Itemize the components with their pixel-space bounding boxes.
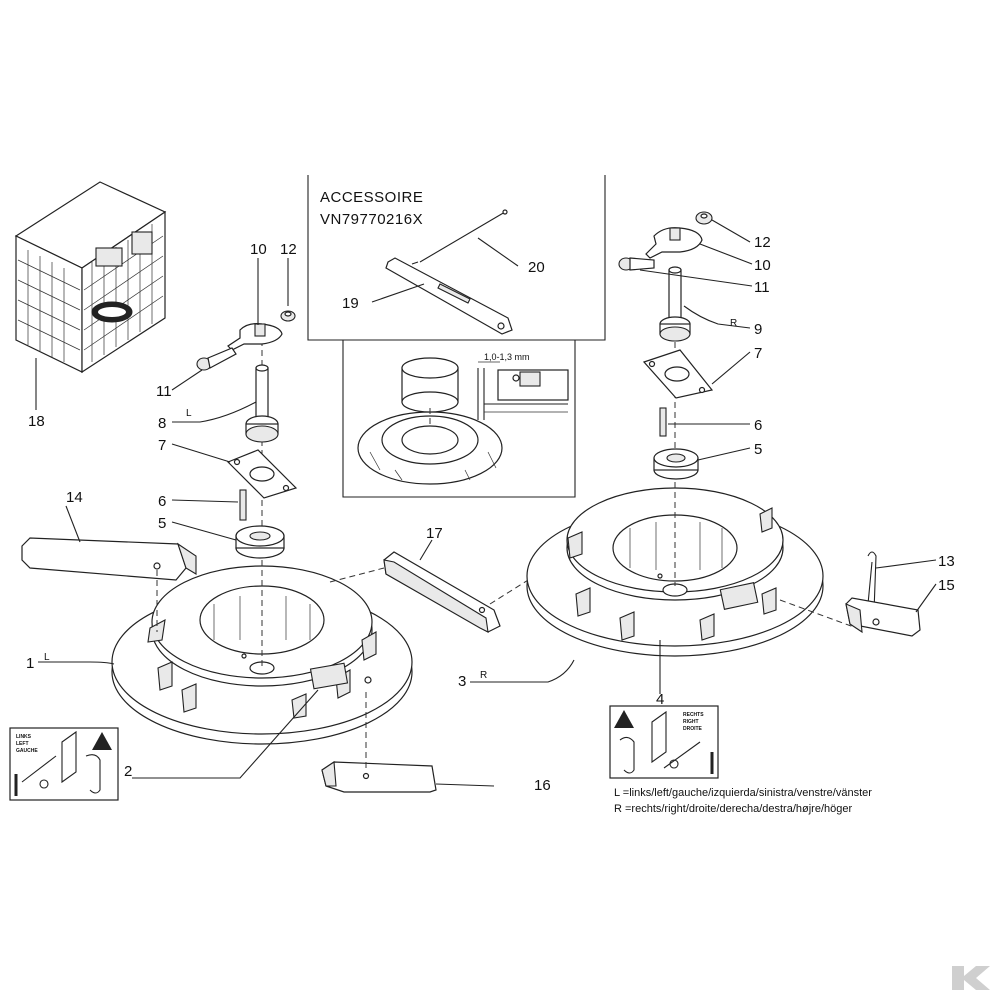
svg-text:RECHTS: RECHTS: [683, 712, 704, 718]
part-3-right-disc: [526, 487, 863, 657]
label-11-right: 11: [754, 279, 770, 296]
label-7-left: 7: [158, 437, 166, 454]
label-side-9: R: [730, 318, 737, 329]
part-14-blade: [21, 537, 197, 632]
legend-left: L =links/left/gauche/izquierda/sinistra/…: [614, 787, 872, 799]
label-7-right: 7: [754, 345, 762, 362]
accessory-inset: [307, 175, 606, 498]
label-3: 3: [458, 673, 466, 690]
leader-lines: [38, 219, 937, 787]
part-18-box: [14, 181, 167, 410]
gap-detail: [477, 361, 569, 420]
part-12-nut-left: [280, 310, 296, 322]
part-12-nut-right: [695, 211, 713, 225]
part-5-bushing-right: [653, 448, 699, 480]
label-16: 16: [534, 777, 551, 794]
part-11-bolt-left: [196, 347, 237, 371]
label-5-left: 5: [158, 515, 166, 532]
warning-triangle-icon: [92, 732, 112, 750]
label-10-left: 10: [250, 241, 267, 258]
warning-label-right: RECHTS RIGHT DROITE: [609, 705, 719, 779]
accessory-part-number: VN79770216X: [320, 211, 423, 228]
warning-label-left: LINKS LEFT GAUCHE: [9, 727, 119, 801]
label-13: 13: [938, 553, 955, 570]
part-10-clamp-left: [227, 323, 283, 351]
part-7-plate-right: [642, 349, 714, 399]
legend-right: R =rechts/right/droite/derecha/destra/hø…: [614, 803, 852, 815]
part-9-pin-right: [659, 266, 691, 342]
left-mounting-stack: [196, 310, 298, 668]
warning-triangle-icon: [614, 710, 634, 728]
part-7-plate-left: [226, 449, 298, 499]
svg-text:DROITE: DROITE: [683, 726, 703, 732]
label-side-3: R: [480, 670, 487, 681]
part-8-pin-left: [245, 364, 279, 443]
label-2: 2: [124, 763, 132, 780]
part-10-clamp-right: [645, 227, 703, 259]
part-6-pin-right: [659, 407, 667, 437]
label-8: 8: [158, 415, 166, 432]
label-4: 4: [656, 691, 664, 708]
part-labels: 10 12 11 8 L 7 6 5 14 1 L 2 18 3 R 4 17 …: [26, 234, 955, 794]
part-19-bar: [385, 257, 513, 335]
part-11-bolt-right: [618, 257, 655, 271]
label-12-left: 12: [280, 241, 297, 258]
part-6-pin-left: [239, 489, 247, 521]
inset-ring-assembly: [357, 357, 503, 485]
label-14: 14: [66, 489, 83, 506]
label-side-1: L: [44, 652, 50, 663]
label-5-right: 5: [754, 441, 762, 458]
right-mounting-stack: [618, 211, 714, 586]
label-1: 1: [26, 655, 34, 672]
svg-text:LINKS: LINKS: [16, 734, 32, 740]
accessory-title: ACCESSOIRE: [320, 189, 423, 206]
part-5-bushing-left: [235, 525, 285, 559]
label-side-8: L: [186, 408, 192, 419]
label-12-right: 12: [754, 234, 771, 251]
label-6-left: 6: [158, 493, 166, 510]
corner-logo-icon: [952, 966, 990, 990]
label-6-right: 6: [754, 417, 762, 434]
svg-text:GAUCHE: GAUCHE: [16, 748, 38, 754]
gap-dimension: 1,0-1,3 mm: [484, 352, 530, 362]
svg-text:LEFT: LEFT: [16, 741, 29, 747]
label-15: 15: [938, 577, 955, 594]
label-19: 19: [342, 295, 359, 312]
svg-text:RIGHT: RIGHT: [683, 719, 699, 725]
label-9: 9: [754, 321, 762, 338]
part-16-blade: [321, 692, 437, 793]
label-11-left: 11: [156, 383, 172, 400]
label-17: 17: [426, 525, 443, 542]
label-18: 18: [28, 413, 45, 430]
part-17-blade: [329, 551, 561, 633]
part-20-wire: [411, 209, 508, 265]
label-10-right: 10: [754, 257, 771, 274]
part-15-blade: [845, 597, 921, 637]
label-20: 20: [528, 259, 545, 276]
